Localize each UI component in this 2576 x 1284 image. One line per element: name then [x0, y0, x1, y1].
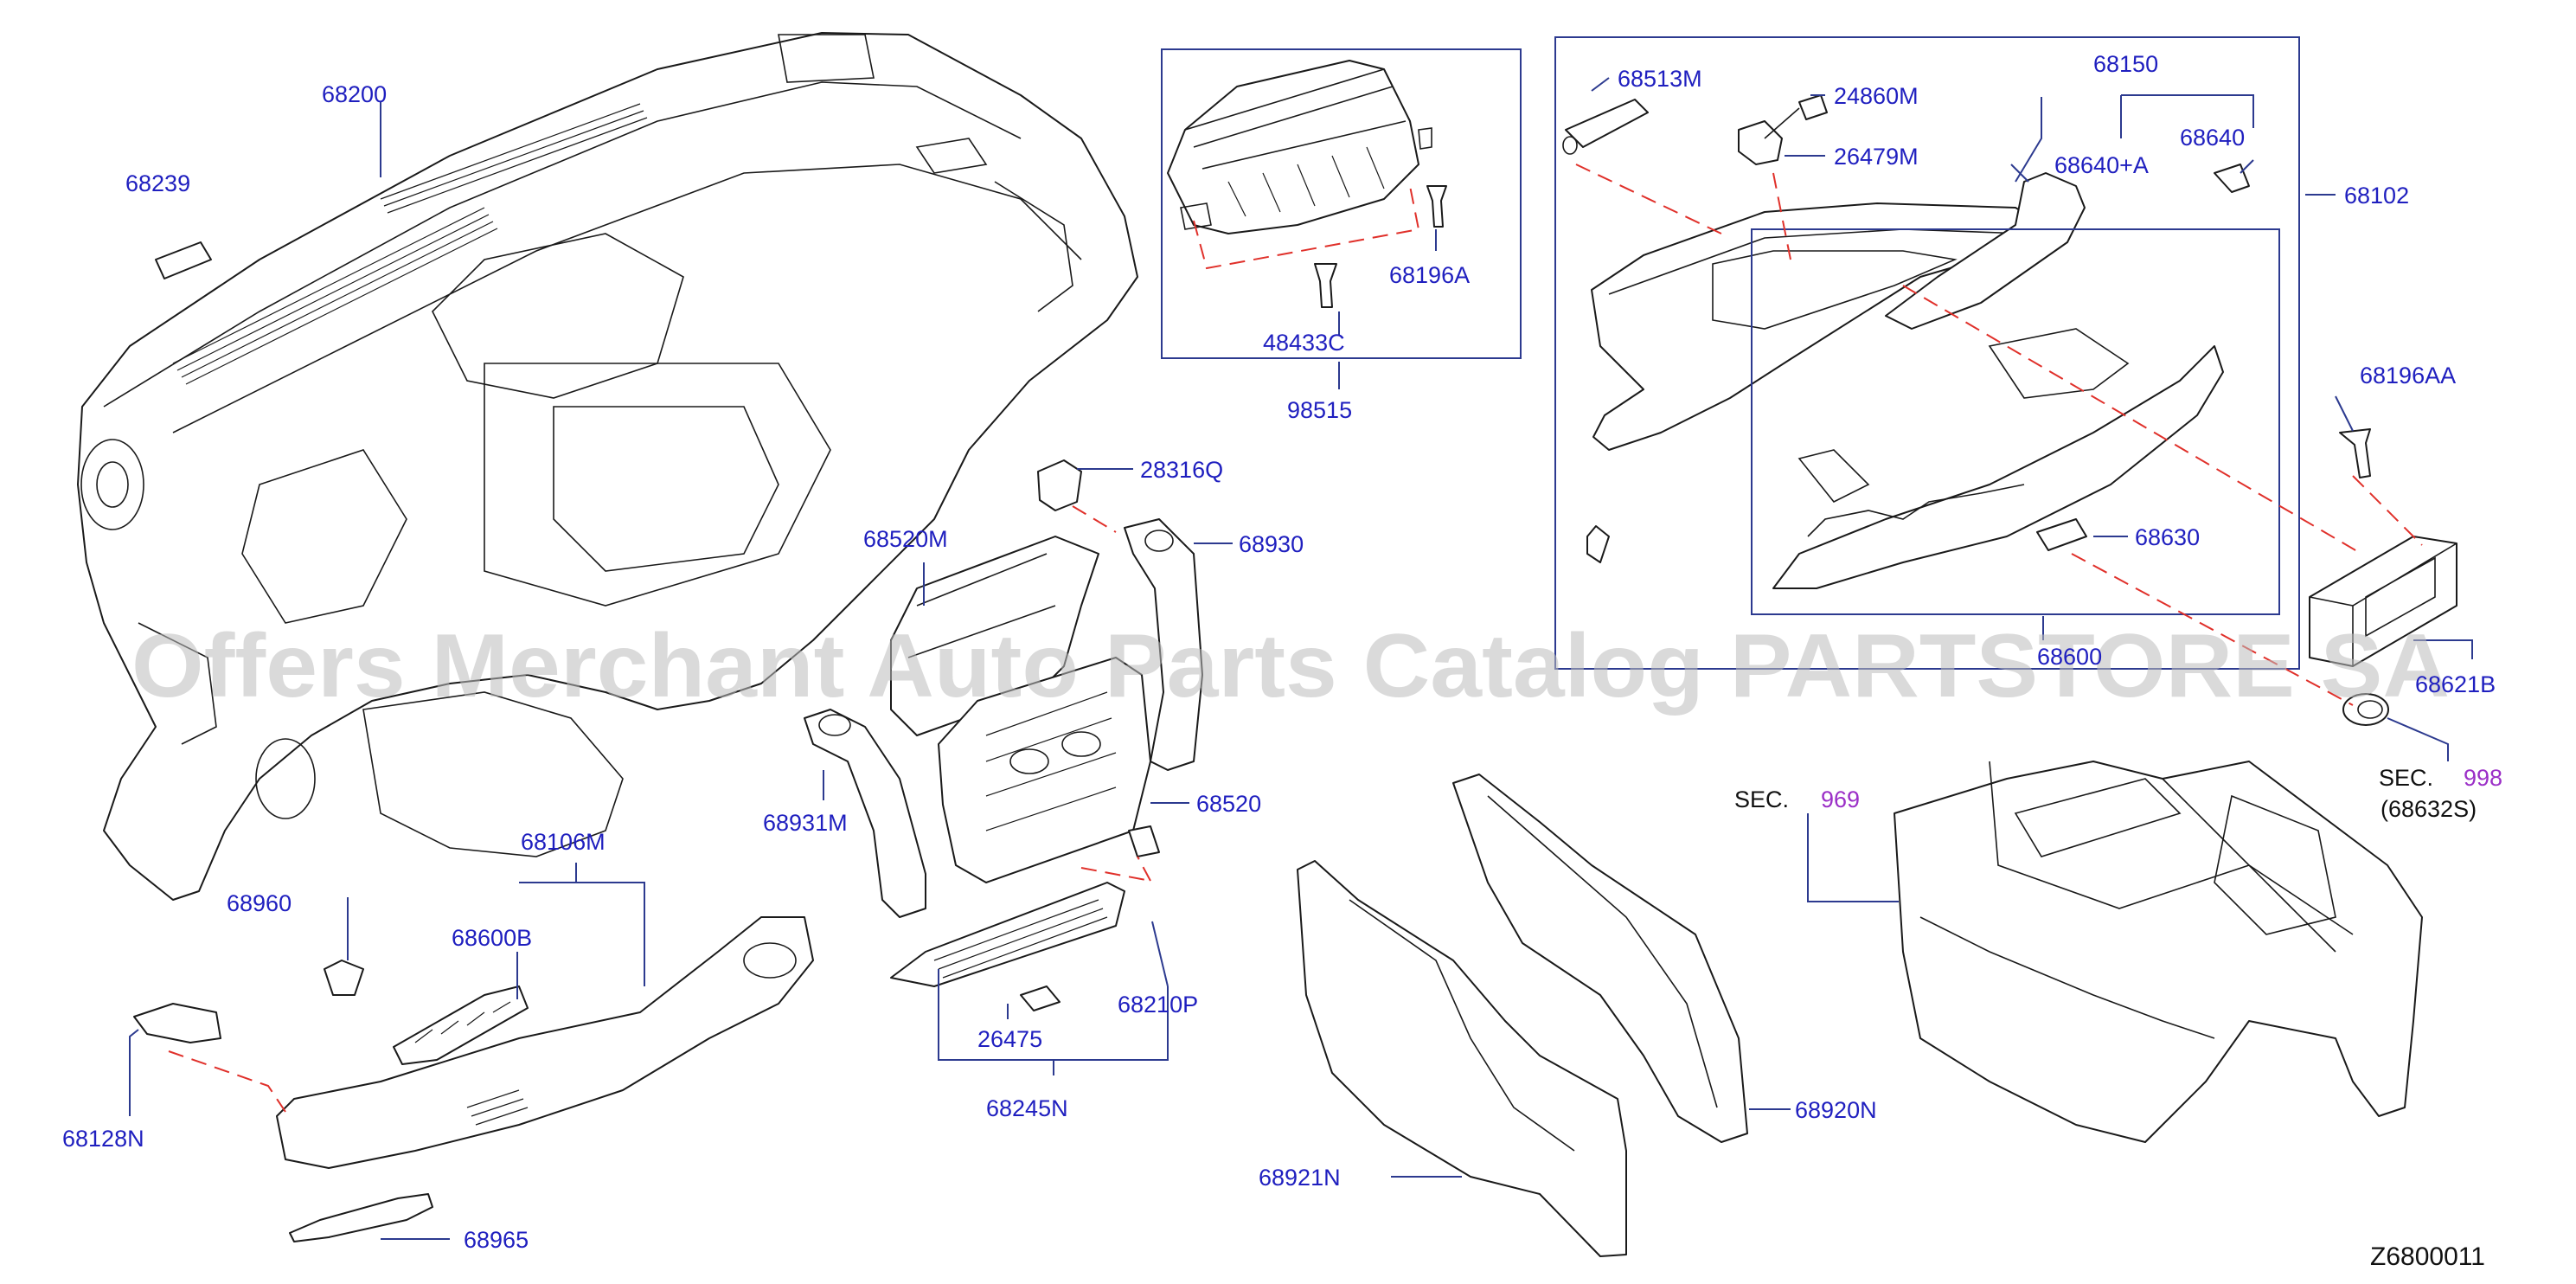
leader-lines — [129, 77, 2473, 1240]
label-68640[interactable]: 68640 — [2180, 125, 2245, 151]
center-console-illustration — [1894, 761, 2423, 1143]
side-trim-illustration — [1297, 774, 1748, 1257]
airbag-group-box — [1161, 48, 1522, 359]
sec-998-number[interactable]: 998 — [2464, 765, 2502, 791]
label-68239[interactable]: 68239 — [125, 170, 190, 196]
sec-969-prefix: SEC. — [1734, 786, 1789, 812]
label-98515[interactable]: 98515 — [1287, 397, 1352, 423]
label-68960[interactable]: 68960 — [227, 890, 292, 916]
label-68965[interactable]: 68965 — [464, 1227, 529, 1253]
label-26475[interactable]: 26475 — [977, 1026, 1042, 1052]
label-68931M[interactable]: 68931M — [763, 810, 848, 836]
assembly-dashed-lines — [168, 164, 2423, 1113]
label-68106M[interactable]: 68106M — [521, 829, 606, 855]
diagram-code: Z6800011 — [2370, 1242, 2485, 1271]
label-68128N[interactable]: 68128N — [62, 1126, 144, 1152]
label-68200[interactable]: 68200 — [322, 81, 387, 107]
part-labels: 68200 68239 48433C 68196A 98515 68513M 2… — [62, 51, 2496, 1253]
glove-box-group-box — [1554, 36, 2300, 670]
watermark-text: Offers Merchant Auto Parts Catalog PARTS… — [131, 616, 2450, 716]
label-68245N[interactable]: 68245N — [986, 1095, 1068, 1121]
glove-lid-group-box — [1751, 228, 2280, 615]
label-26479M[interactable]: 26479M — [1834, 144, 1919, 170]
label-68520M[interactable]: 68520M — [863, 526, 948, 552]
lower-panel-illustration — [133, 916, 814, 1242]
label-68630[interactable]: 68630 — [2135, 524, 2200, 550]
label-48433C[interactable]: 48433C — [1263, 330, 1345, 356]
section-references: SEC. 969 SEC. 998 (68632S) — [1734, 765, 2502, 822]
label-68920N[interactable]: 68920N — [1795, 1097, 1877, 1123]
label-24860M[interactable]: 24860M — [1834, 83, 1919, 109]
label-plate-68239 — [155, 241, 212, 279]
label-68600[interactable]: 68600 — [2037, 644, 2102, 670]
instrument-panel-illustration — [77, 32, 1138, 901]
label-28316Q[interactable]: 28316Q — [1140, 457, 1223, 483]
label-68196A[interactable]: 68196A — [1389, 262, 1470, 288]
label-68513M[interactable]: 68513M — [1618, 66, 1702, 92]
center-stack-illustration — [804, 459, 1203, 1011]
label-68520[interactable]: 68520 — [1196, 791, 1261, 817]
sec-998-prefix: SEC. — [2379, 765, 2433, 791]
sec-969-number[interactable]: 969 — [1821, 786, 1860, 812]
label-68210P[interactable]: 68210P — [1118, 992, 1198, 1018]
label-68921N[interactable]: 68921N — [1259, 1165, 1341, 1191]
label-68640A[interactable]: 68640+A — [2054, 152, 2149, 178]
label-68102[interactable]: 68102 — [2344, 183, 2409, 209]
sec-998-part: (68632S) — [2381, 796, 2477, 822]
label-68621B[interactable]: 68621B — [2415, 671, 2496, 697]
label-68930[interactable]: 68930 — [1239, 531, 1304, 557]
label-68600B[interactable]: 68600B — [452, 925, 532, 951]
label-68196AA[interactable]: 68196AA — [2360, 363, 2456, 388]
glove-box-illustration — [1562, 94, 2457, 726]
label-68150[interactable]: 68150 — [2093, 51, 2158, 77]
airbag-module-illustration — [1167, 60, 1447, 308]
